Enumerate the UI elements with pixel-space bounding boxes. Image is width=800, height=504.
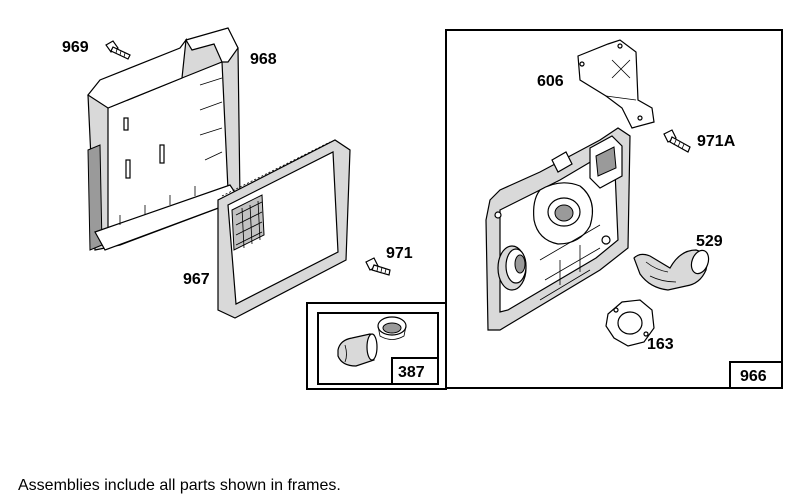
adapter-plate [485, 127, 631, 331]
screw-971a [663, 129, 691, 153]
callout-967: 967 [183, 271, 210, 288]
elbow-hose-529 [633, 249, 710, 291]
callout-971: 971 [386, 245, 413, 262]
gasket-163 [605, 299, 655, 347]
callout-971a: 971A [697, 133, 736, 150]
air-filter-967 [217, 139, 351, 319]
assembly-footnote: Assemblies include all parts shown in fr… [18, 477, 341, 494]
callout-529: 529 [696, 233, 723, 250]
assembly-frame: 966 [445, 29, 783, 389]
callout-968: 968 [250, 51, 277, 68]
screw-969 [105, 40, 131, 60]
clamp-kit-number: 387 [398, 364, 425, 381]
callout-163: 163 [647, 336, 674, 353]
callout-969: 969 [62, 39, 89, 56]
callout-labels: 969 968 967 971 606 971A 529 163 [62, 39, 736, 353]
bracket-606 [577, 39, 655, 129]
callout-606: 606 [537, 73, 564, 90]
clamp-kit-frame: 387 [306, 302, 447, 390]
air-cleaner-base-968 [87, 27, 241, 251]
screw-971 [365, 257, 391, 276]
assembly-number: 966 [740, 368, 767, 385]
